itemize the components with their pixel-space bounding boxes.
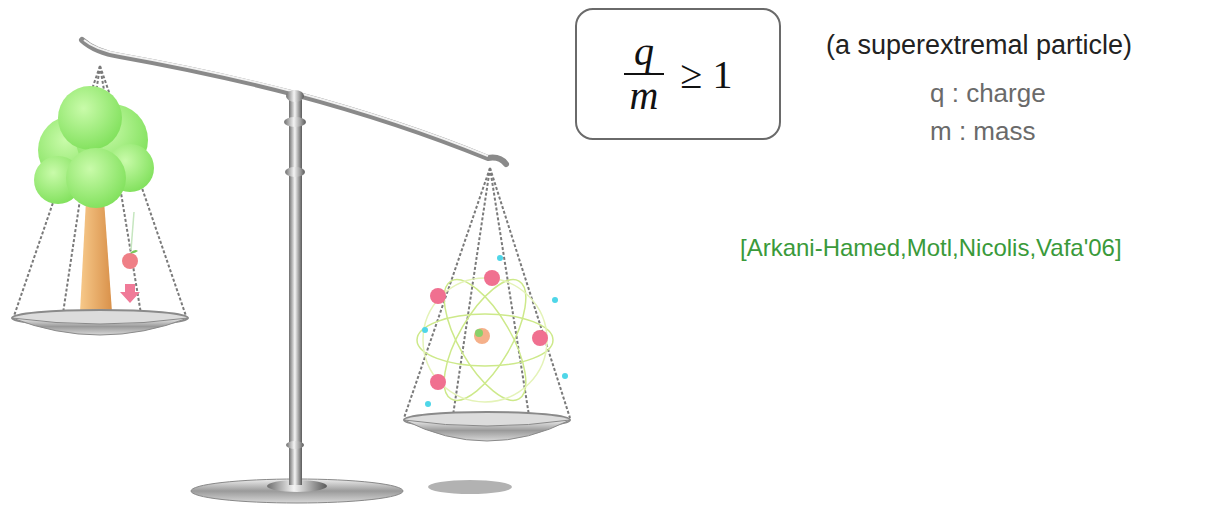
apple-leaf <box>130 250 138 253</box>
fall-trace <box>131 212 134 250</box>
citation: [Arkani-Hamed,Motl,Nicolis,Vafa'06] <box>740 234 1122 262</box>
left-chains <box>14 66 186 320</box>
tree <box>34 86 154 312</box>
denominator: m <box>624 75 665 117</box>
pole-knob <box>284 117 306 127</box>
atom-particles <box>422 255 568 407</box>
inequality: ≥ 1 <box>680 51 732 98</box>
numerator: q <box>624 31 665 75</box>
scale-pole <box>289 100 302 485</box>
right-pan-bowl <box>404 420 570 441</box>
right-chains <box>404 168 570 422</box>
pole-knob <box>286 441 304 449</box>
formula-box: qm ≥ 1 <box>575 8 781 140</box>
fall-arrow <box>120 284 140 303</box>
note: (a superextremal particle) <box>826 30 1132 61</box>
pan-shadow <box>428 480 512 494</box>
beam-pivot <box>286 90 304 102</box>
pole-knob <box>285 167 305 177</box>
apple <box>122 253 138 269</box>
definition: q : charge <box>930 78 1046 109</box>
fraction: qm <box>624 31 665 117</box>
definition: m : mass <box>930 116 1035 147</box>
left-pan-bowl <box>12 318 188 335</box>
atom <box>417 268 553 412</box>
